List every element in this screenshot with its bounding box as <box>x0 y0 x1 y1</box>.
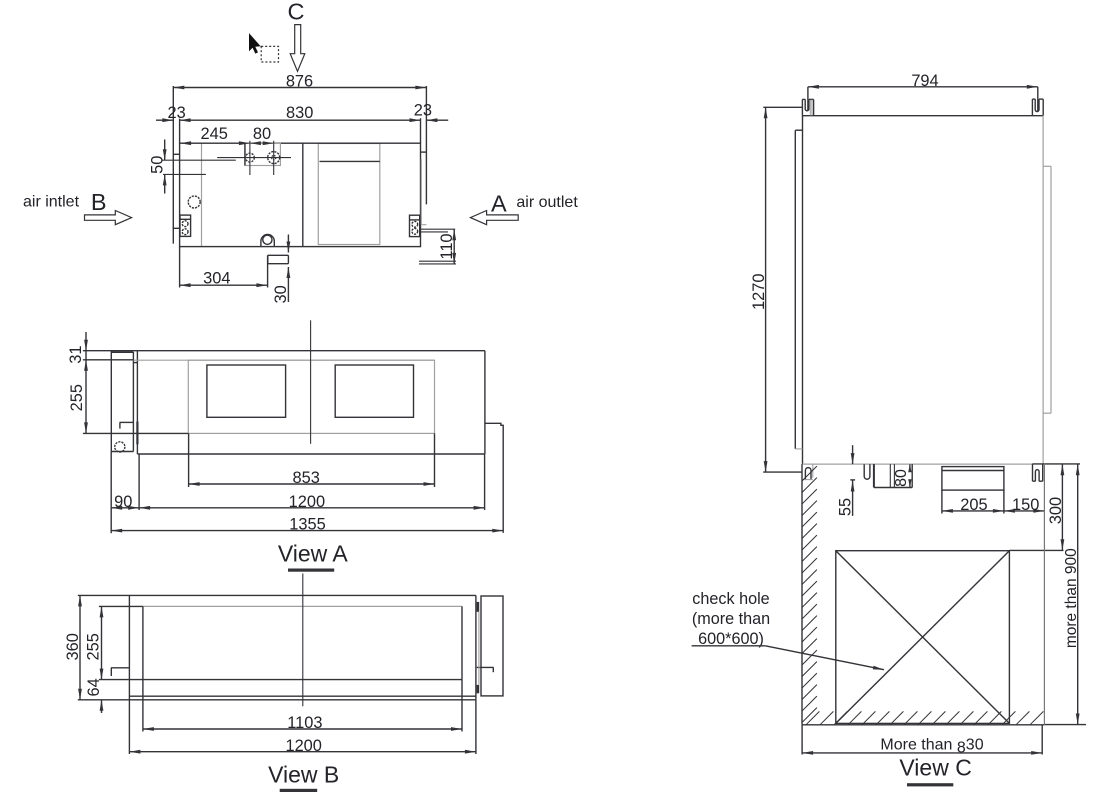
svg-text:air intlet: air intlet <box>23 193 80 210</box>
svg-text:255: 255 <box>85 633 103 660</box>
svg-text:1355: 1355 <box>289 516 325 534</box>
svg-text:600*600): 600*600) <box>698 630 764 648</box>
svg-text:304: 304 <box>203 269 230 287</box>
svg-text:View A: View A <box>278 541 349 567</box>
svg-text:air outlet: air outlet <box>516 194 578 211</box>
svg-text:876: 876 <box>286 72 313 90</box>
svg-text:30: 30 <box>272 285 290 303</box>
svg-text:more than 900: more than 900 <box>1063 548 1080 648</box>
svg-text:31: 31 <box>67 345 85 363</box>
svg-text:1200: 1200 <box>285 737 321 755</box>
svg-text:80: 80 <box>253 125 271 143</box>
svg-text:360: 360 <box>64 633 82 660</box>
svg-text:55: 55 <box>837 498 855 516</box>
svg-text:More than 830: More than 830 <box>880 736 983 756</box>
svg-text:A: A <box>491 190 507 216</box>
svg-text:80: 80 <box>893 469 910 487</box>
svg-text:300: 300 <box>1047 497 1065 524</box>
svg-text:830: 830 <box>286 104 313 122</box>
svg-text:1103: 1103 <box>287 714 322 732</box>
svg-text:View B: View B <box>268 762 339 788</box>
svg-text:23: 23 <box>167 104 185 122</box>
svg-text:(more than: (more than <box>692 610 770 628</box>
svg-text:110: 110 <box>438 233 456 259</box>
svg-text:205: 205 <box>960 496 987 514</box>
svg-text:View C: View C <box>899 754 971 780</box>
svg-text:90: 90 <box>114 493 132 511</box>
svg-text:255: 255 <box>68 384 86 411</box>
svg-text:1270: 1270 <box>750 274 768 310</box>
svg-text:1200: 1200 <box>289 493 325 511</box>
svg-text:245: 245 <box>201 125 228 143</box>
svg-text:check hole: check hole <box>692 590 769 608</box>
svg-text:853: 853 <box>293 469 320 487</box>
svg-text:794: 794 <box>911 72 938 90</box>
svg-text:B: B <box>91 189 107 215</box>
svg-text:C: C <box>288 0 305 24</box>
svg-text:64: 64 <box>85 678 103 696</box>
svg-text:23: 23 <box>414 102 432 120</box>
svg-text:150: 150 <box>1012 496 1039 514</box>
svg-text:50: 50 <box>148 156 166 174</box>
